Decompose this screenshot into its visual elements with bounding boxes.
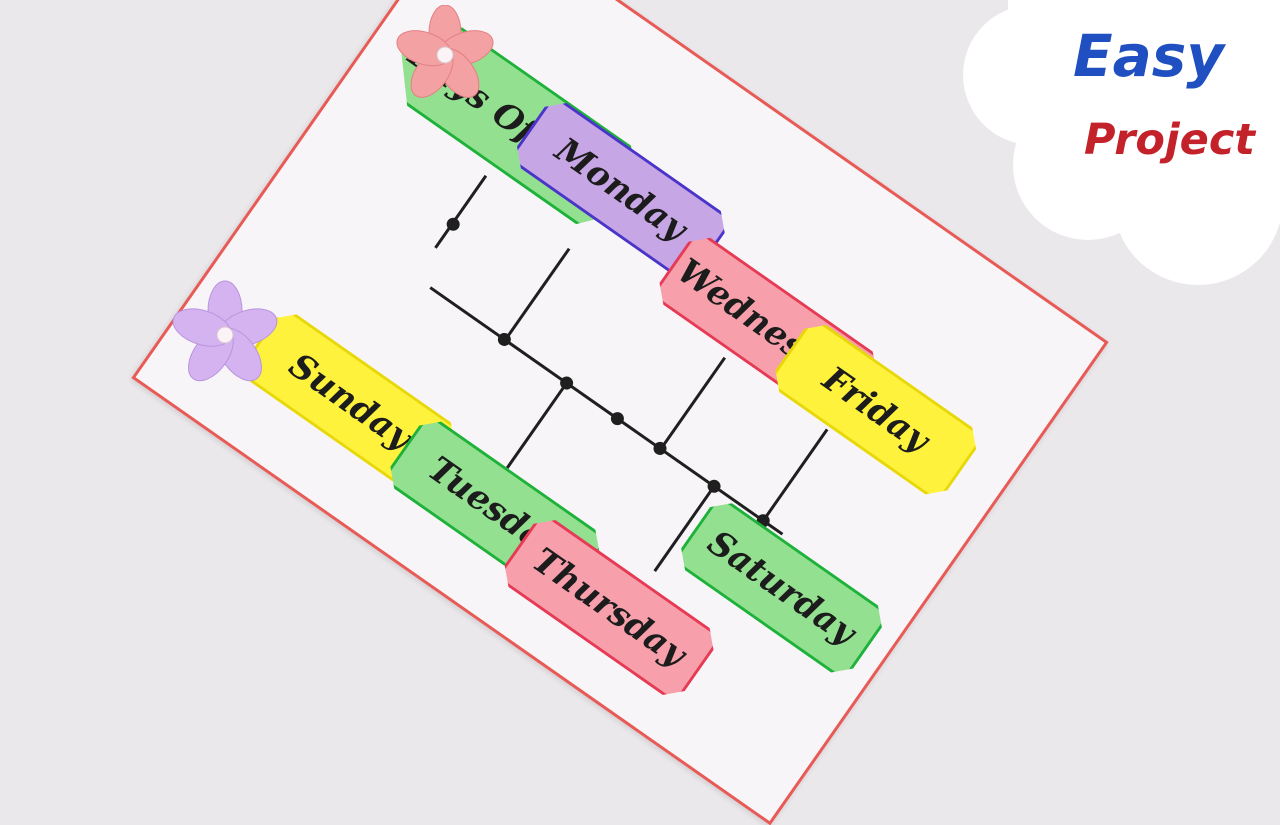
- easy-heading: Easy: [1073, 22, 1225, 90]
- pink-flower-decoration: [396, 5, 494, 98]
- day-label-thursday: Thursday: [524, 540, 694, 675]
- day-label-sunday: Sunday: [281, 345, 419, 459]
- connector-line: [762, 428, 829, 521]
- purple-flower-decoration: [172, 280, 278, 382]
- connector-line: [504, 247, 571, 340]
- connector-line: [434, 174, 488, 249]
- photo-scene: Days Of Week Monday Wednesday Friday Sun…: [131, 0, 1280, 825]
- day-label-monday: Monday: [547, 130, 694, 250]
- connector-line: [506, 380, 569, 469]
- day-label-friday: Friday: [815, 358, 937, 461]
- day-card-friday: Friday: [766, 316, 985, 504]
- project-heading: Project: [1084, 115, 1255, 165]
- cloud-overlay: [963, 0, 1280, 285]
- day-label-saturday: Saturday: [700, 522, 863, 654]
- connector-line: [660, 356, 727, 449]
